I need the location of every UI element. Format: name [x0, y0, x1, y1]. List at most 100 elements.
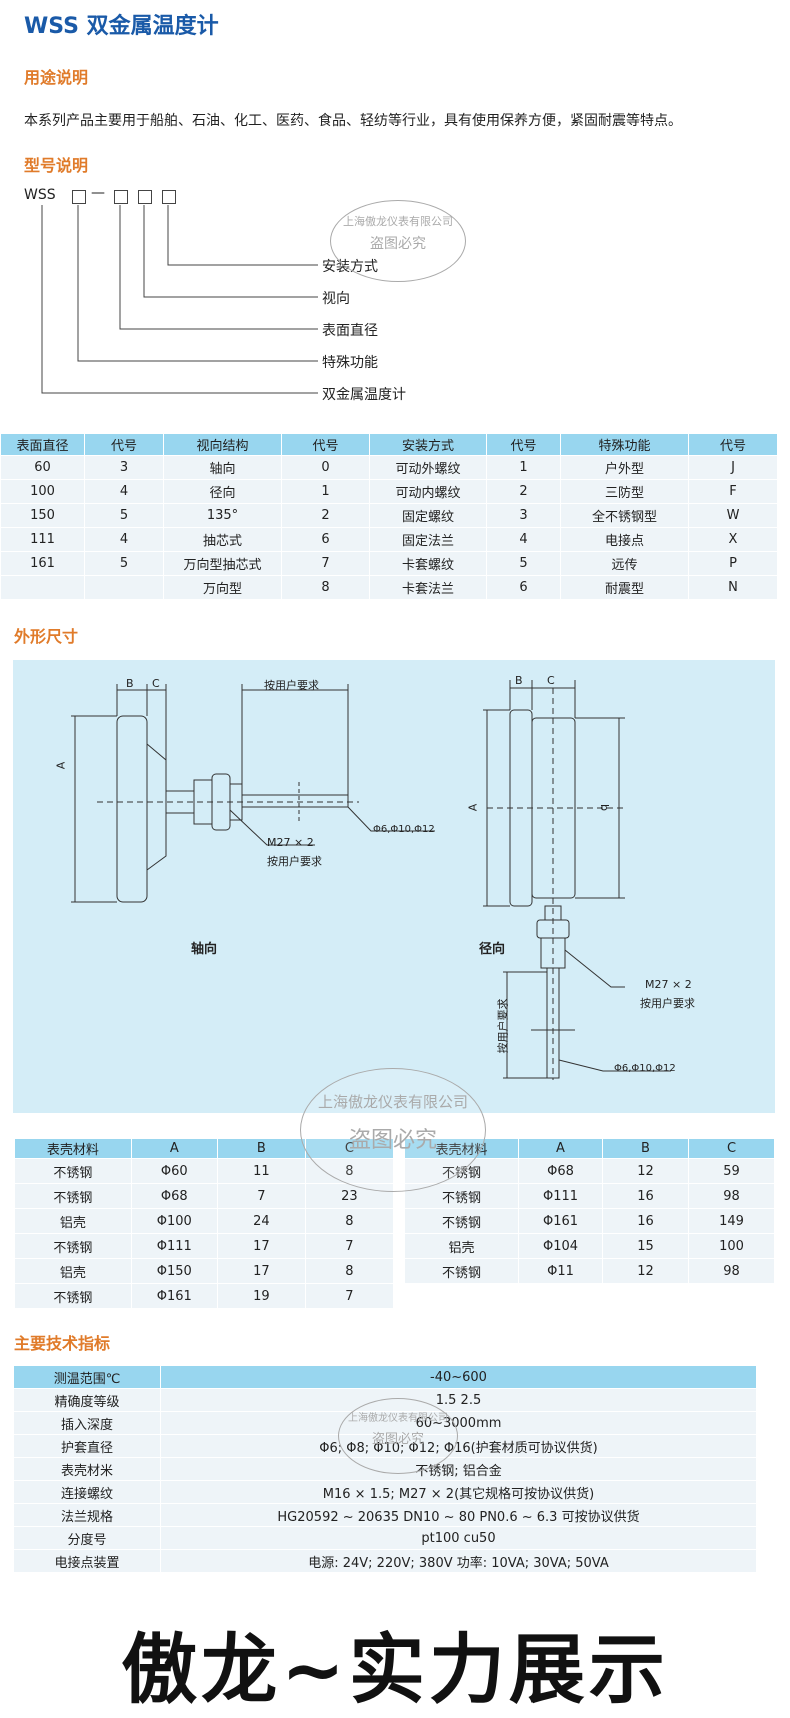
- dim-thread-axial: M27 × 2: [267, 836, 314, 849]
- table-cell: 16: [602, 1208, 689, 1234]
- table-cell: N: [688, 575, 778, 600]
- table-cell: 轴向: [163, 455, 282, 480]
- dim-user-req-thread: 按用户要求: [267, 855, 322, 868]
- table-cell: 万向型抽芯式: [163, 551, 282, 576]
- table-cell: 抽芯式: [163, 527, 282, 552]
- table-cell: Φ11: [518, 1258, 603, 1284]
- table-cell: 8: [304, 1258, 395, 1284]
- dimensions-heading: 外形尺寸: [14, 627, 79, 646]
- dim-label-c-axial: C: [152, 677, 160, 690]
- table-cell: Φ104: [518, 1233, 603, 1259]
- table-cell: 5: [84, 551, 164, 576]
- table-cell: 98: [688, 1183, 775, 1209]
- table-cell: 2: [486, 479, 561, 504]
- spec-key: 精确度等级: [13, 1388, 161, 1412]
- watermark-company: 上海傲龙仪表有限公司: [343, 215, 453, 228]
- dim-stem-axial: Φ6,Φ10,Φ12: [373, 824, 435, 835]
- header-cell: 代号: [688, 433, 778, 456]
- spec-key: 分度号: [13, 1526, 161, 1550]
- page-title: WSS 双金属温度计: [24, 14, 219, 39]
- spec-value: 1.5 2.5: [160, 1388, 757, 1412]
- model-leader-lines: [41, 205, 318, 394]
- table-cell: 161: [0, 551, 85, 576]
- model-box-2: [114, 190, 128, 204]
- model-heading: 型号说明: [24, 156, 89, 175]
- header-cell: A: [518, 1138, 603, 1159]
- dim-label-b-axial: B: [126, 677, 134, 690]
- model-box-4: [162, 190, 176, 204]
- header-cell: 代号: [281, 433, 370, 456]
- spec-value: HG20592 ~ 20635 DN10 ~ 80 PN0.6 ~ 6.3 可按…: [160, 1503, 757, 1527]
- code-table-header: 表面直径 代号 视向结构 代号 安装方式 代号 特殊功能 代号: [0, 433, 778, 456]
- model-dash: —: [91, 185, 105, 201]
- table-cell: 2: [281, 503, 370, 528]
- table-cell: 不锈钢: [404, 1183, 519, 1209]
- header-cell: B: [216, 1138, 306, 1159]
- header-cell: 特殊功能: [560, 433, 689, 456]
- table-cell: 4: [84, 479, 164, 504]
- table-cell: 135°: [163, 503, 282, 528]
- table-row: 测温范围℃-40~600: [13, 1365, 757, 1389]
- table-cell: 铝壳: [14, 1258, 132, 1284]
- caption-radial: 径向: [479, 942, 506, 957]
- usage-heading: 用途说明: [24, 68, 89, 87]
- header-cell: 代号: [84, 433, 164, 456]
- header-cell: 视向结构: [163, 433, 282, 456]
- table-cell: 不锈钢: [14, 1158, 132, 1184]
- table-cell: 150: [0, 503, 85, 528]
- specs-heading: 主要技术指标: [14, 1334, 111, 1353]
- dimensions-diagram: A B C 按用户要求 M27 × 2 按用户要求 Φ6,Φ10,Φ12 轴向 …: [13, 660, 775, 1113]
- spec-key: 法兰规格: [13, 1503, 161, 1527]
- header-cell: 表壳材料: [14, 1138, 132, 1159]
- table-cell: 不锈钢: [404, 1258, 519, 1284]
- table-cell: X: [688, 527, 778, 552]
- table-cell: J: [688, 455, 778, 480]
- spec-key: 表壳材米: [13, 1457, 161, 1481]
- table-cell: 不锈钢: [14, 1283, 132, 1309]
- header-cell: B: [602, 1138, 689, 1159]
- table-cell: Φ161: [518, 1208, 603, 1234]
- table-cell: 7: [281, 551, 370, 576]
- table-cell: 6: [281, 527, 370, 552]
- dimensions-drawing: [71, 680, 671, 1080]
- table-cell: 3: [486, 503, 561, 528]
- spec-value: 60~3000mm: [160, 1411, 757, 1435]
- table-cell: 铝壳: [14, 1208, 132, 1234]
- caption-axial: 轴向: [191, 942, 218, 957]
- table-cell: 8: [304, 1208, 395, 1234]
- model-box-3: [138, 190, 152, 204]
- table-cell: 可动内螺纹: [369, 479, 487, 504]
- spec-value: pt100 cu50: [160, 1526, 757, 1550]
- table-cell: 19: [216, 1283, 306, 1309]
- table-cell: 耐震型: [560, 575, 689, 600]
- table-cell: 60: [0, 455, 85, 480]
- spec-value: Φ6; Φ8; Φ10; Φ12; Φ16(护套材质可协议供货): [160, 1434, 757, 1458]
- usage-text: 本系列产品主要用于船舶、石油、化工、医药、食品、轻纺等行业，具有使用保养方便，紧…: [24, 113, 682, 129]
- table-cell: 1: [486, 455, 561, 480]
- watermark-notice: 盗图必究: [371, 1432, 424, 1447]
- dim-label-c-radial: C: [547, 674, 555, 687]
- table-cell: 1: [281, 479, 370, 504]
- table-cell: 不锈钢: [14, 1233, 132, 1259]
- table-cell: Φ150: [130, 1258, 218, 1284]
- watermark-stamp-bottom: 上海傲龙仪表有限公司 盗图必究: [338, 1398, 458, 1474]
- table-cell: 固定法兰: [369, 527, 487, 552]
- table-cell: 7: [216, 1183, 306, 1209]
- table-cell: Φ111: [518, 1183, 603, 1209]
- table-row: 表壳材米不锈钢; 铝合金: [13, 1457, 757, 1481]
- table-cell: 8: [281, 575, 370, 600]
- table-cell: F: [688, 479, 778, 504]
